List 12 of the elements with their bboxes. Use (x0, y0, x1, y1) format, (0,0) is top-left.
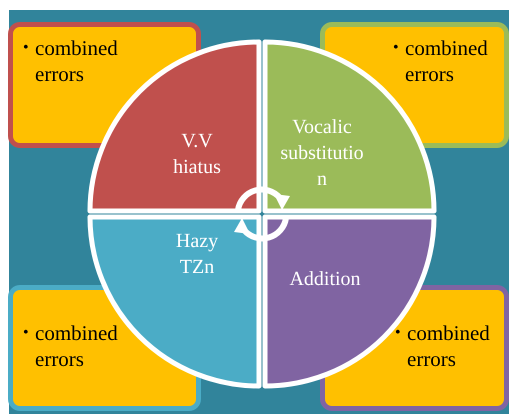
segment-label: V.V hiatus (172, 129, 222, 180)
bullet-text: combined errors (407, 320, 491, 372)
segment-label: Vocalic substitution (280, 115, 364, 192)
bullet-marker: • (395, 323, 402, 343)
bullet-marker: • (23, 323, 30, 343)
bullet-marker: • (393, 38, 400, 58)
segment-label: Addition (288, 267, 362, 292)
bullet-text: combined errors (405, 35, 489, 87)
bullet-text: combined errors (35, 320, 119, 372)
bullet-text: combined errors (35, 35, 119, 87)
bullet-marker: • (23, 38, 30, 58)
segment-label: Hazy TZn (174, 229, 220, 280)
